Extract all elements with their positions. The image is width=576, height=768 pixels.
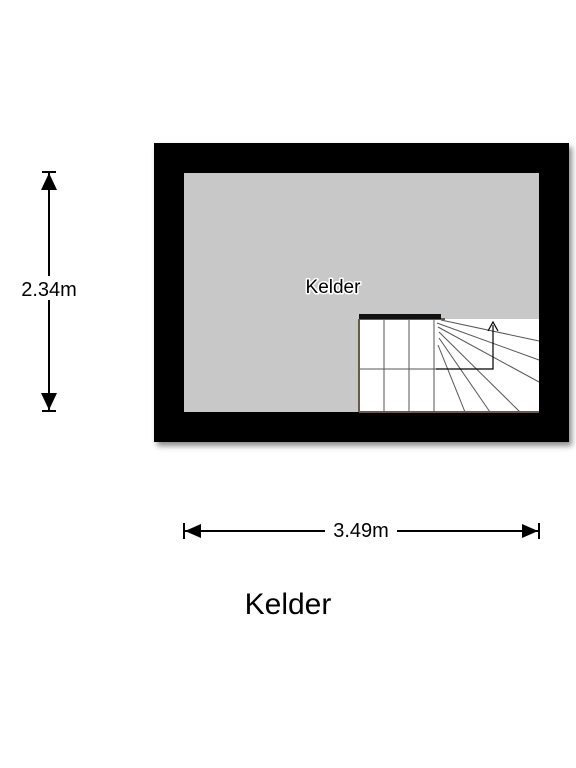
floor-title: Kelder [244, 588, 332, 621]
stair-winder [438, 337, 491, 413]
room-label: Kelder [306, 277, 362, 298]
width-label: 3.49m [333, 520, 389, 542]
stair-landing-bar [359, 314, 441, 319]
stair-winder [438, 331, 521, 413]
arrow-up-icon [41, 173, 57, 190]
stair-arrow-icon [487, 320, 499, 332]
stair-winder [440, 319, 540, 342]
stair-winder [437, 326, 540, 383]
stair-walk-line [436, 325, 494, 370]
staircase [358, 314, 540, 413]
width-dimension: 3.49m [183, 518, 540, 544]
arrow-down-icon [41, 393, 57, 410]
height-label: 2.34m [21, 279, 77, 301]
stair-winder [436, 322, 540, 361]
arrow-left-icon [185, 524, 201, 538]
stair-winder [437, 344, 466, 413]
arrow-right-icon [522, 524, 538, 538]
height-dimension: 2.34m [14, 171, 82, 412]
